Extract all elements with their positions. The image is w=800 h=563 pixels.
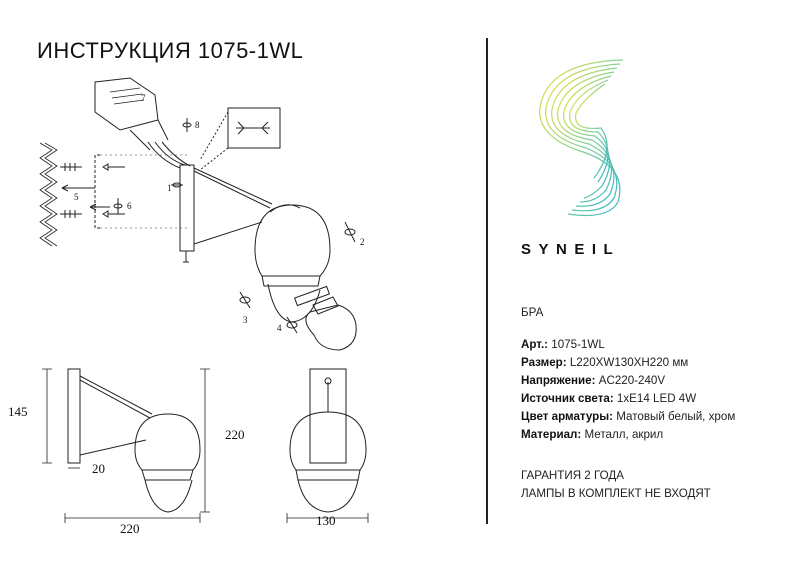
- shade: [254, 204, 331, 277]
- dim-total-height: 220: [225, 427, 245, 442]
- side-view: [42, 368, 210, 523]
- page-divider: [486, 38, 488, 524]
- arm: [193, 167, 273, 245]
- bulb: [305, 304, 357, 351]
- spec-size: Размер: L220XW130XH220 мм: [521, 356, 689, 369]
- wrench-box: [227, 107, 281, 149]
- step-1: 1: [167, 183, 172, 193]
- lamps-note: ЛАМПЫ В КОМПЛЕКТ НЕ ВХОДЯТ: [521, 487, 711, 500]
- spec-frame-color: Цвет арматуры: Матовый белый, хром: [521, 410, 736, 423]
- spec-voltage: Напряжение: AC220-240V: [521, 374, 666, 387]
- product-type: БРА: [521, 306, 544, 319]
- step-2: 2: [360, 237, 365, 247]
- brand-name: SYNEIL: [521, 241, 621, 258]
- wall-bracket: [179, 164, 195, 252]
- brand-logo-icon: [539, 59, 624, 217]
- connector-zoom: [94, 77, 159, 131]
- spec-material: Материал: Металл, акрил: [521, 428, 664, 441]
- rotation-arrows: [113, 118, 356, 334]
- page-title: ИНСТРУКЦИЯ 1075-1WL: [37, 38, 304, 63]
- step-4: 4: [277, 323, 282, 333]
- step-7: 7: [141, 93, 146, 103]
- wall-texture: [39, 142, 58, 247]
- warranty-note: ГАРАНТИЯ 2 ГОДА: [521, 469, 624, 482]
- assembly-drawing: [39, 77, 369, 523]
- dim-mount-height: 145: [8, 404, 28, 419]
- spec-list: Арт.: 1075-1WL Размер: L220XW130XH220 мм…: [521, 336, 735, 444]
- front-view: [286, 368, 369, 523]
- step-6: 6: [127, 201, 132, 211]
- step-8: 8: [195, 120, 200, 130]
- dim-width: 130: [316, 513, 336, 528]
- step-5: 5: [74, 192, 79, 202]
- spec-article: Арт.: 1075-1WL: [521, 338, 605, 351]
- step-3: 3: [243, 315, 248, 325]
- dim-plate-depth: 20: [92, 461, 105, 476]
- spec-light-source: Источник света: 1xE14 LED 4W: [521, 392, 697, 405]
- dim-length: 220: [120, 521, 140, 536]
- wall-anchors: [60, 163, 125, 218]
- mount-plate-outline: [94, 154, 100, 229]
